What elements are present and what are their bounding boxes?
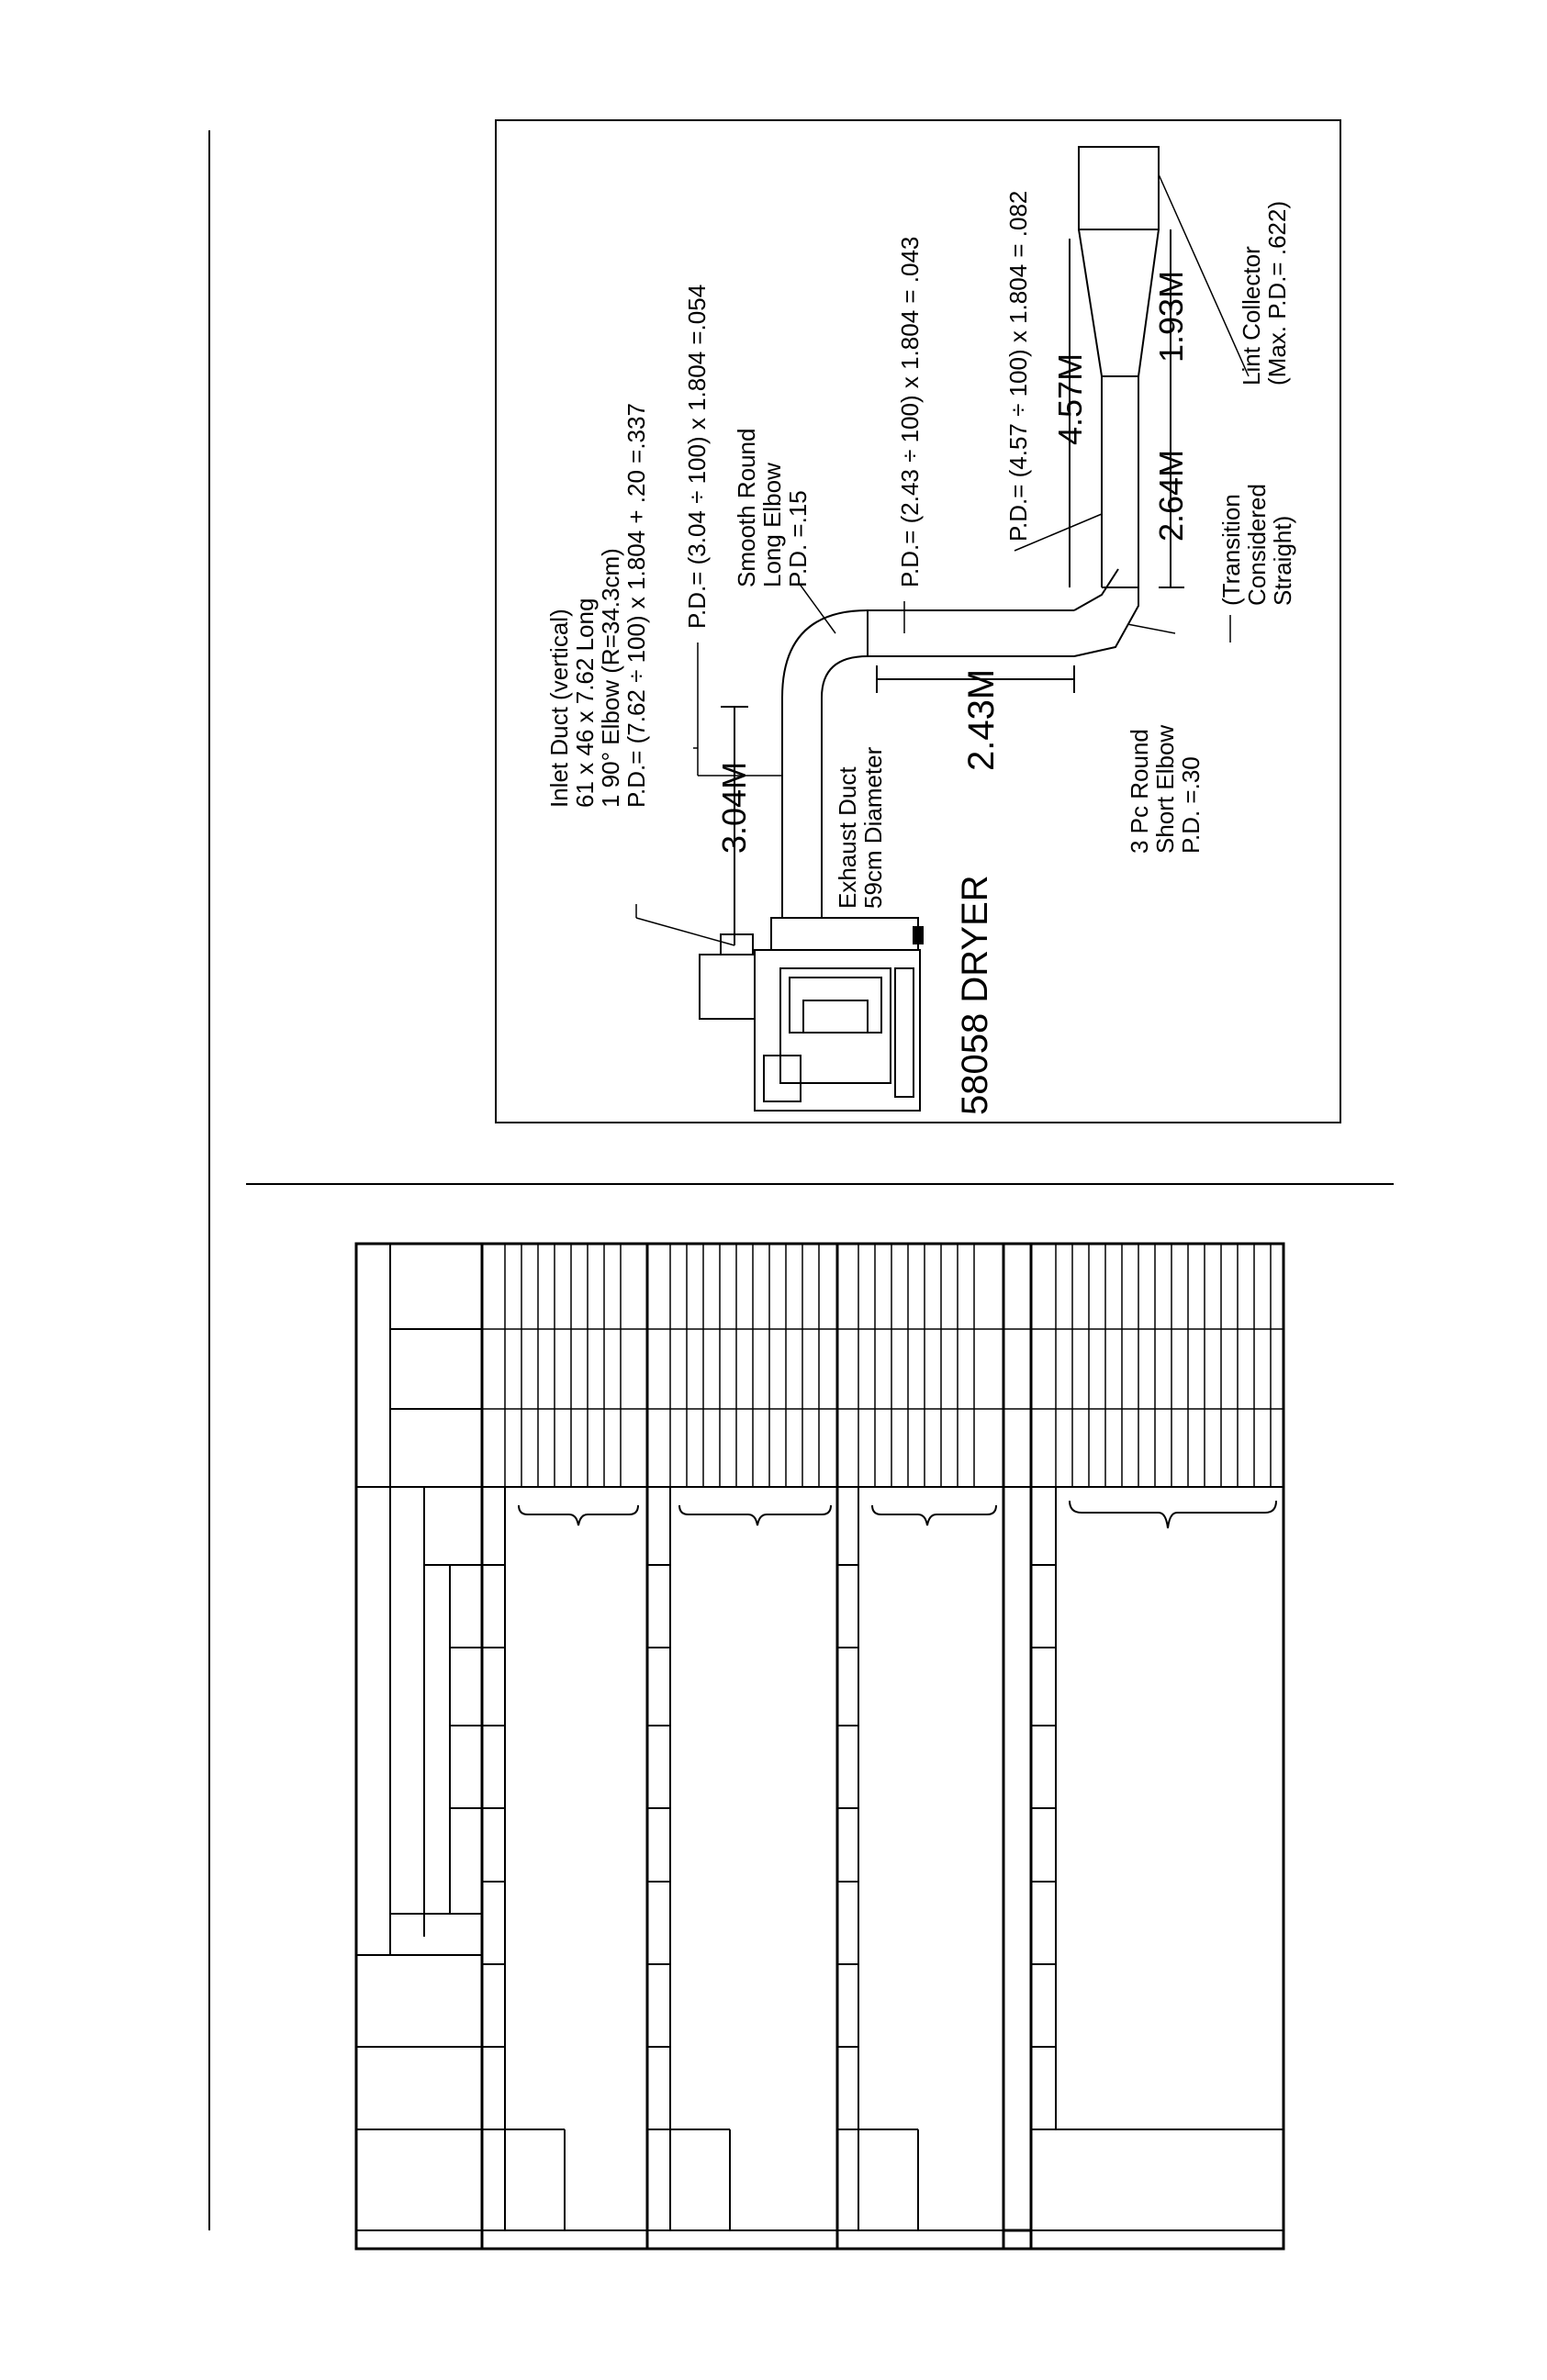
dimension-lines <box>721 229 1184 945</box>
pd-segment-2-note: P.D.= (2.43 ÷ 100) x 1.804 = .043 <box>896 237 924 587</box>
svg-text:61 x 46 x 7.62 Long: 61 x 46 x 7.62 Long <box>571 598 599 808</box>
svg-text:Lint Collector: Lint Collector <box>1238 246 1265 385</box>
exhaust-duct-note: Exhaust Duct 59cm Diameter <box>834 746 887 909</box>
dimension-2-64m: 2.64M <box>1152 450 1190 542</box>
dryer-illustration <box>699 917 924 1112</box>
inlet-duct-note: Inlet Duct (vertical) 61 x 46 x 7.62 Lon… <box>545 403 650 808</box>
svg-text:3 Pc Round: 3 Pc Round <box>1126 729 1153 854</box>
transition-note: (Transition Considered Straight) <box>1217 484 1296 606</box>
svg-text:P.D.= (7.62 ÷ 100) x 1.804 + .: P.D.= (7.62 ÷ 100) x 1.804 + .20 =.337 <box>622 403 650 808</box>
svg-text:59cm Diameter: 59cm Diameter <box>859 746 887 909</box>
dimension-4-57m: 4.57M <box>1051 353 1089 445</box>
duct-run <box>781 146 1160 918</box>
svg-text:P.D. =.30: P.D. =.30 <box>1177 756 1205 854</box>
svg-text:(Transition: (Transition <box>1217 494 1245 606</box>
dimension-2-43m: 2.43M <box>961 669 1002 771</box>
svg-text:Exhaust Duct: Exhaust Duct <box>834 766 861 909</box>
svg-text:Smooth Round: Smooth Round <box>733 429 760 587</box>
svg-text:(Max. P.D.= .622): (Max. P.D.= .622) <box>1263 201 1291 385</box>
pd-segment-3-note: P.D.= (4.57 ÷ 100) x 1.804 = .082 <box>1004 191 1032 542</box>
svg-text:P.D. =.15: P.D. =.15 <box>784 490 812 587</box>
dimension-1-93m: 1.93M <box>1152 271 1190 363</box>
svg-text:Considered: Considered <box>1243 484 1271 606</box>
svg-text:Straight): Straight) <box>1269 516 1296 606</box>
leader-lines <box>635 173 1250 946</box>
smooth-elbow-note: Smooth Round Long Elbow P.D. =.15 <box>733 429 812 587</box>
svg-text:Short Elbow: Short Elbow <box>1151 725 1179 854</box>
short-elbow-note: 3 Pc Round Short Elbow P.D. =.30 <box>1126 725 1205 854</box>
svg-text:Inlet Duct (vertical): Inlet Duct (vertical) <box>545 609 573 808</box>
dimension-3-04m: 3.04M <box>715 762 753 854</box>
diagram-title: 58058 DRYER <box>955 875 995 1115</box>
pd-segment-1-note: P.D.= (3.04 ÷ 100) x 1.804 =.054 <box>683 285 711 629</box>
svg-text:1 90° Elbow (R=34.3cm): 1 90° Elbow (R=34.3cm) <box>597 548 624 808</box>
svg-text:Long Elbow: Long Elbow <box>758 463 786 587</box>
diagram-frame <box>495 119 1341 1123</box>
blank-form-table <box>354 1242 1285 2251</box>
lint-collector-note: Lint Collector (Max. P.D.= .622) <box>1238 201 1291 385</box>
venting-diagram: 3.04M 2.43M 4.57M 2.64M 1.93M 58058 DRYE… <box>495 119 1341 1123</box>
